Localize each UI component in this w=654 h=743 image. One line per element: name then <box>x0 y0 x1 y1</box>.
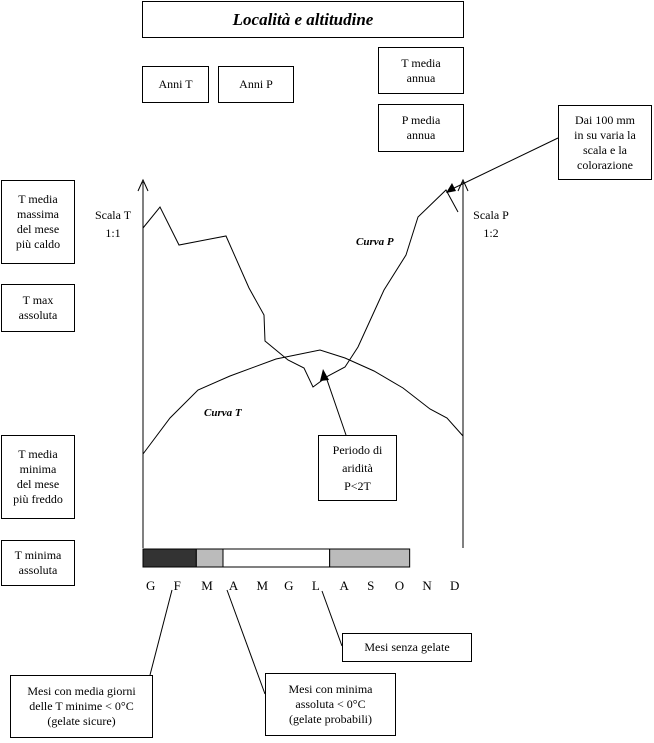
month-label: N <box>422 578 432 593</box>
month-label: G <box>146 578 156 593</box>
page-title: Località e altitudine <box>142 1 464 38</box>
scale-note-arrow-icon <box>446 183 456 193</box>
t-media-max-box: T media massima del mese più caldo <box>1 180 75 264</box>
left-axis-arrow-icon <box>137 178 149 192</box>
month-label: M <box>256 578 269 593</box>
sure-frost-pointer <box>149 589 173 676</box>
frost-bar-segment-probable <box>329 548 411 568</box>
curve-p-label: Curva P <box>356 236 394 248</box>
curve-p-line <box>142 189 459 388</box>
frost-free-pointer <box>321 590 343 647</box>
month-label: L <box>311 578 320 593</box>
sure-frost-box: Mesi con media giorni delle T minime < 0… <box>10 675 153 738</box>
t-min-assoluta-box: T minima assoluta <box>1 540 75 586</box>
aridity-arrow-icon <box>320 369 329 381</box>
aridity-pointer <box>324 373 347 436</box>
month-label: D <box>450 578 460 593</box>
t-max-assoluta-box: T max assoluta <box>1 284 75 332</box>
scale-note-box: Dai 100 mm in su varia la scala e la col… <box>558 105 652 180</box>
right-axis-arrow-icon <box>457 178 469 192</box>
frost-bar <box>142 548 411 568</box>
scale-t-label: Scala T 1:1 <box>94 208 132 240</box>
probable-frost-pointer <box>226 589 266 695</box>
month-label: S <box>367 578 375 593</box>
p-media-annua-box: P media annua <box>378 104 464 152</box>
anni-t-box: Anni T <box>142 66 209 103</box>
anni-p-box: Anni P <box>218 66 294 103</box>
month-label: M <box>201 578 213 593</box>
curve-t-label: Curva T <box>204 407 242 419</box>
month-label: A <box>228 578 239 593</box>
month-label: O <box>394 578 405 593</box>
curve-t-line <box>142 349 464 455</box>
frost-bar-segment-probable <box>195 548 224 568</box>
frost-free-box: Mesi senza gelate <box>342 633 472 662</box>
month-label: A <box>339 578 349 593</box>
aridity-box: Periodo di aridità P<2T <box>318 435 397 501</box>
t-media-min-box: T media minima del mese più freddo <box>1 435 75 519</box>
frost-bar-segment-sure <box>142 548 197 568</box>
scale-p-label: Scala P 1:2 <box>473 208 509 240</box>
scale-note-pointer <box>449 137 559 191</box>
probable-frost-box: Mesi con minima assoluta < 0°C (gelate p… <box>265 673 396 736</box>
month-label: F <box>173 578 181 593</box>
frost-bar-segment-none <box>222 548 331 568</box>
month-label: G <box>284 578 294 593</box>
t-media-annua-box: T media annua <box>378 47 464 94</box>
